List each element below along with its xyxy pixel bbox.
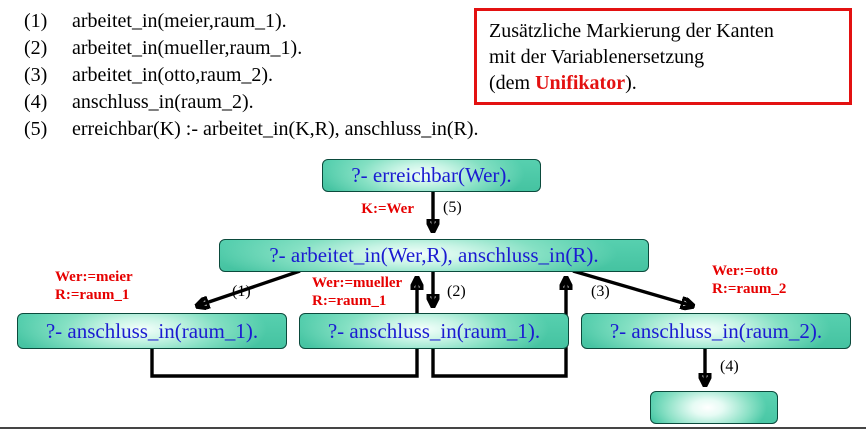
clause-number: (5) — [24, 118, 48, 140]
clause-number: (4) — [24, 91, 48, 113]
clause-row: (4) anschluss_in(raum_2). — [24, 89, 479, 116]
clause-row: (2) arbeitet_in(mueller,raum_1). — [24, 35, 479, 62]
clause-number: (3) — [24, 64, 48, 86]
clause-row: (1) arbeitet_in(meier,raum_1). — [24, 8, 479, 35]
bottom-divider — [0, 427, 866, 429]
clause-text: arbeitet_in(meier,raum_1). — [72, 10, 287, 32]
clause-text: arbeitet_in(mueller,raum_1). — [72, 37, 303, 59]
note-line-3-prefix: (dem — [489, 72, 536, 94]
clause-text: erreichbar(K) :- arbeitet_in(K,R), ansch… — [72, 118, 479, 140]
clause-number: (1) — [24, 10, 48, 32]
tree-node-child-mid: ?- anschluss_in(raum_1). — [299, 313, 569, 349]
clause-list: (1) arbeitet_in(meier,raum_1). (2) arbei… — [24, 8, 479, 143]
note-line-2: mit der Variablenersetzung — [489, 46, 705, 68]
tree-node-child-right: ?- anschluss_in(raum_2). — [581, 313, 851, 349]
unifikator-highlight: Unifikator — [535, 72, 626, 94]
tree-node-child-left: ?- anschluss_in(raum_1). — [17, 313, 287, 349]
note-box: Zusätzliche Markierung der Kanten mit de… — [474, 8, 852, 105]
tree-node-success-empty — [650, 391, 778, 424]
edge-label-5: (5) — [443, 199, 462, 216]
edge-label-2: (2) — [447, 283, 466, 300]
note-line-3: (dem Unifikator). — [489, 70, 837, 96]
substitution-label-3: Wer:=otto R:=raum_2 — [712, 263, 787, 297]
note-line-3-suffix: ). — [625, 72, 637, 94]
note-line-1: Zusätzliche Markierung der Kanten — [489, 20, 774, 42]
edge-label-1: (1) — [232, 283, 251, 300]
clause-text: arbeitet_in(otto,raum_2). — [72, 64, 274, 86]
substitution-label-1: Wer:=meier R:=raum_1 — [55, 269, 133, 303]
edge-label-4: (4) — [720, 358, 739, 375]
substitution-label-2: Wer:=mueller R:=raum_1 — [312, 275, 403, 309]
substitution-label-5: K:=Wer — [361, 201, 414, 217]
clause-row: (5) erreichbar(K) :- arbeitet_in(K,R), a… — [24, 116, 479, 143]
tree-node-goal: ?- arbeitet_in(Wer,R), anschluss_in(R). — [219, 239, 649, 272]
clause-text: anschluss_in(raum_2). — [72, 91, 254, 113]
edge-label-3: (3) — [591, 283, 610, 300]
clause-number: (2) — [24, 37, 48, 59]
clause-row: (3) arbeitet_in(otto,raum_2). — [24, 62, 479, 89]
tree-node-root: ?- erreichbar(Wer). — [322, 159, 541, 192]
